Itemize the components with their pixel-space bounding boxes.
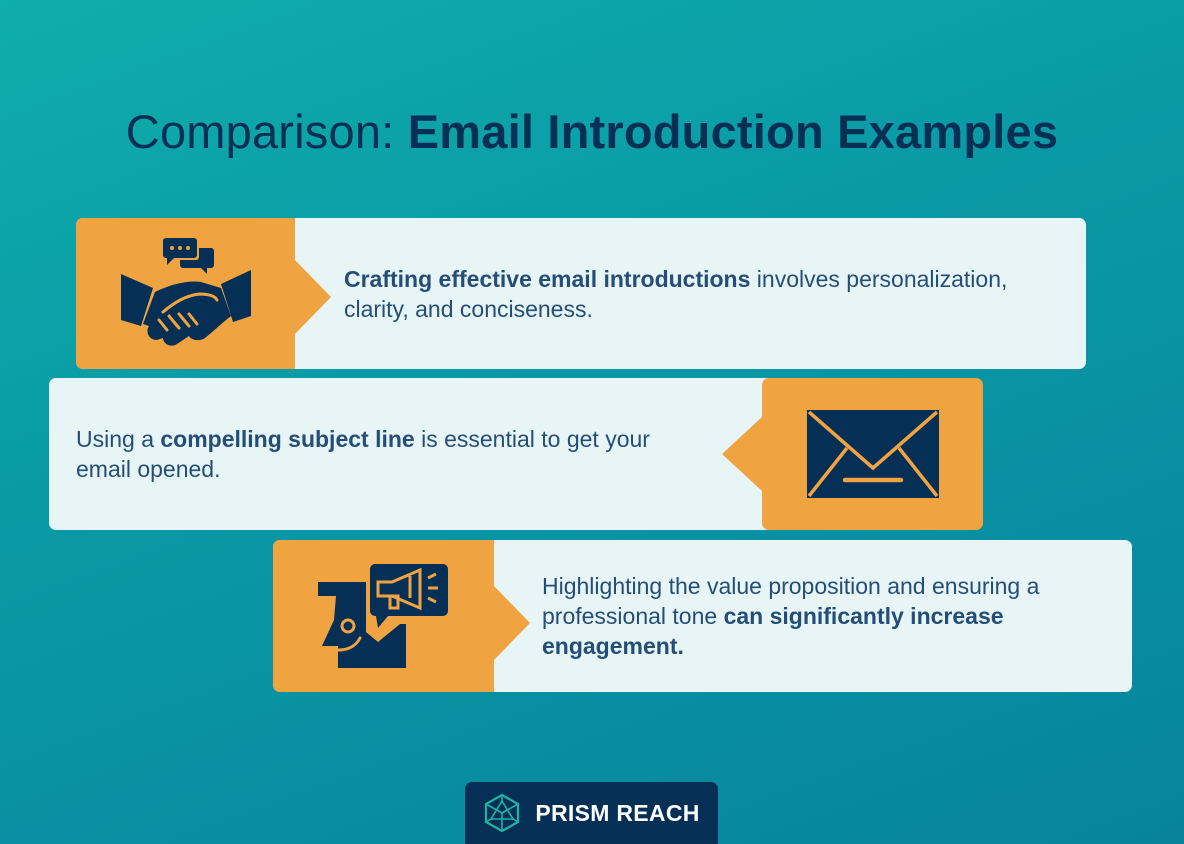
card-3-icon-panel [273,540,494,692]
title-prefix: Comparison: [125,105,395,158]
card-1-pointer [295,260,331,334]
brand-name: PRISM REACH [535,799,700,826]
card-3-bold: can significantly increase engagement. [542,603,1004,659]
card-1-text: Crafting effective email introductions i… [344,264,1046,324]
card-2-text: Using a compelling subject line is essen… [76,424,709,484]
card-3-pointer [494,586,530,660]
card-1-rest: involves personalization, clarity, and c… [344,265,1008,322]
card-1-icon-panel [76,218,295,369]
person-megaphone-icon [317,564,448,668]
envelope-icon [806,410,939,498]
handshake-with-chat-icon [120,237,251,346]
card-2-bold: compelling subject line [160,426,415,452]
page-title: Comparison: Email Introduction Examples [0,104,1184,159]
card-3-pre: Highlighting the value proposition and e… [542,573,1040,629]
card-2-pre: Using a [76,426,161,452]
card-2-rest: is essential to get your email opened. [76,426,650,482]
card-1-bold: Crafting effective email introductions [344,265,751,292]
card-3-text: Highlighting the value proposition and e… [542,571,1072,661]
title-emphasis: Email Introduction Examples [407,105,1059,158]
card-2-pointer [722,417,762,491]
brand-badge: PRISM REACH [465,782,718,844]
prism-logo-icon [485,793,520,833]
card-2-text-panel: Using a compelling subject line is essen… [49,378,789,530]
card-2-icon-panel [762,378,983,530]
